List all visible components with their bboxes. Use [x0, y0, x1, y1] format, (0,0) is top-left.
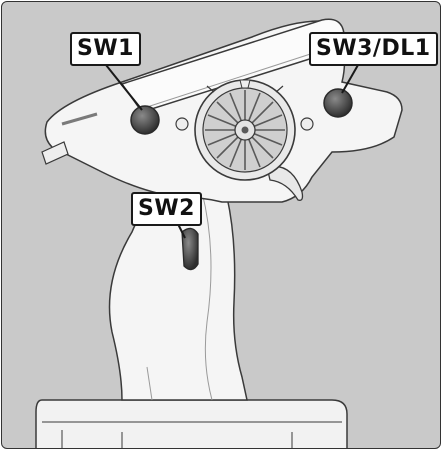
sw3-dl1-label: SW3/DL1 — [309, 32, 438, 66]
steering-wheel — [194, 79, 296, 181]
sw3-knob — [323, 88, 353, 118]
trigger — [266, 165, 304, 201]
transmitter-base — [35, 399, 348, 448]
sw1-knob — [130, 105, 160, 135]
sw1-label: SW1 — [70, 32, 141, 66]
sw2-knob — [181, 227, 199, 271]
sw2-label: SW2 — [131, 192, 202, 226]
